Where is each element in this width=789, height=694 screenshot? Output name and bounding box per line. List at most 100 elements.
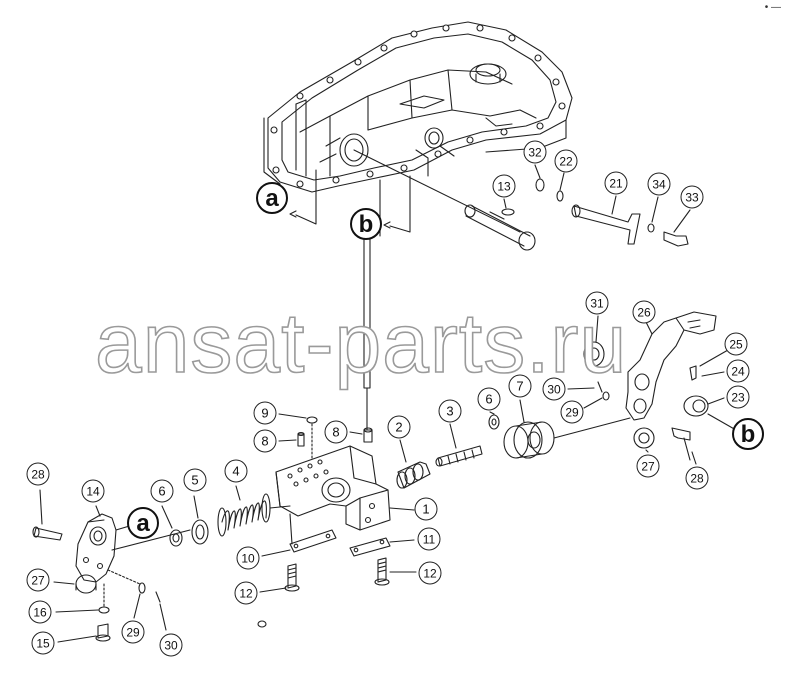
callout-22: 22 [554,149,578,173]
callout-number: 5 [191,473,198,488]
callout-11: 11 [417,527,441,551]
part-3-shaft [435,423,483,467]
callout-number: 11 [423,533,436,547]
reference-b: b [350,208,382,240]
callout-number: 6 [158,484,165,499]
callout-number: 25 [729,338,743,352]
callout-number: 29 [565,406,579,420]
callout-number: 28 [31,468,45,482]
part-28-bolt-right [671,427,697,465]
part-27-collar-left [53,574,97,594]
gearbox-housing [263,21,573,193]
reference-a: a [256,182,288,214]
reference-b: b [732,418,764,450]
callout-number: 13 [497,180,511,194]
reference-letter: b [741,421,756,448]
callout-28: 28 [685,466,709,490]
small-washer-bottom [257,620,267,628]
reference-a: a [127,507,159,539]
callout-6: 6 [477,387,501,411]
callout-number: 23 [731,391,745,405]
callout-number: 30 [547,383,561,397]
callout-2: 2 [387,415,411,439]
part-12-bolt-left [259,563,300,593]
callout-number: 10 [241,552,255,566]
callout-6: 6 [150,479,174,503]
part-34-washer [647,196,659,233]
part-23-collar [683,395,737,431]
callout-number: 28 [690,472,704,486]
callout-23: 23 [726,385,750,409]
part-15-bolt-left [57,623,111,643]
callout-29: 29 [121,620,145,644]
callout-14: 14 [81,479,105,503]
part-6-washer-left [161,505,183,547]
part-32-plug [534,164,545,192]
link-line-b [363,237,371,431]
callout-29: 29 [560,400,584,424]
callout-1: 1 [414,497,438,521]
callout-5: 5 [183,468,207,492]
callout-34: 34 [647,172,671,196]
callout-9: 9 [253,401,277,425]
part-21-lever-shaft [571,195,641,245]
callout-number: 27 [641,460,655,474]
callout-number: 14 [86,485,100,499]
reference-letter: a [265,185,279,212]
callout-13: 13 [492,174,516,198]
reference-letters: a b a b [127,182,764,539]
part-30-pin-left [155,591,167,631]
part-4-spring [217,485,291,537]
part-16-washer-left [55,583,110,614]
part-6-washer-mid [488,411,500,430]
part-29-washer-left [107,569,146,619]
callout-number: 30 [164,639,178,653]
callout-10: 10 [236,546,260,570]
callout-number: 8 [261,434,268,449]
callout-27: 27 [636,454,660,478]
callout-number: 31 [590,297,604,311]
part-25-screw [689,349,729,381]
reference-brackets [289,169,411,237]
part-5-seal [191,495,209,545]
callout-number: 6 [485,392,492,407]
callout-8: 8 [253,429,277,453]
callout-number: 2 [395,420,402,435]
corner-mark: • — [764,2,781,13]
callout-7: 7 [508,374,532,398]
callout-12: 12 [418,561,442,585]
callout-number: 16 [33,606,47,620]
callout-8: 8 [324,420,348,444]
part-7-gear [503,399,631,459]
callout-30: 30 [159,633,183,657]
part-30-pin-right [567,381,603,393]
shift-shaft [353,149,536,251]
callout-number: 21 [609,177,623,191]
part-8-dowel-right [349,427,373,443]
part-2-plunger [396,439,431,489]
callout-number: 27 [31,574,45,588]
callout-number: 9 [261,406,268,421]
callout-number: 12 [423,567,437,581]
part-33-bolt [663,209,691,247]
callout-4: 4 [224,459,248,483]
part-29-washer-right [583,391,610,409]
callout-number: 12 [239,587,253,601]
reference-letter: b [359,211,374,238]
callout-15: 15 [31,631,55,655]
callout-30: 30 [542,377,566,401]
callout-28: 28 [26,462,50,486]
callout-33: 33 [680,185,704,209]
callout-31: 31 [585,291,609,315]
part-31-collar [583,315,605,367]
part-14-housing-cover [75,505,191,583]
part-27-collar-right [633,427,655,453]
part-28-bolt-left [32,489,63,541]
callout-26: 26 [632,300,656,324]
part-24-label-line [701,371,725,377]
callout-number: 4 [232,464,239,479]
callout-16: 16 [28,600,52,624]
part-8-dowel-left [278,431,305,447]
